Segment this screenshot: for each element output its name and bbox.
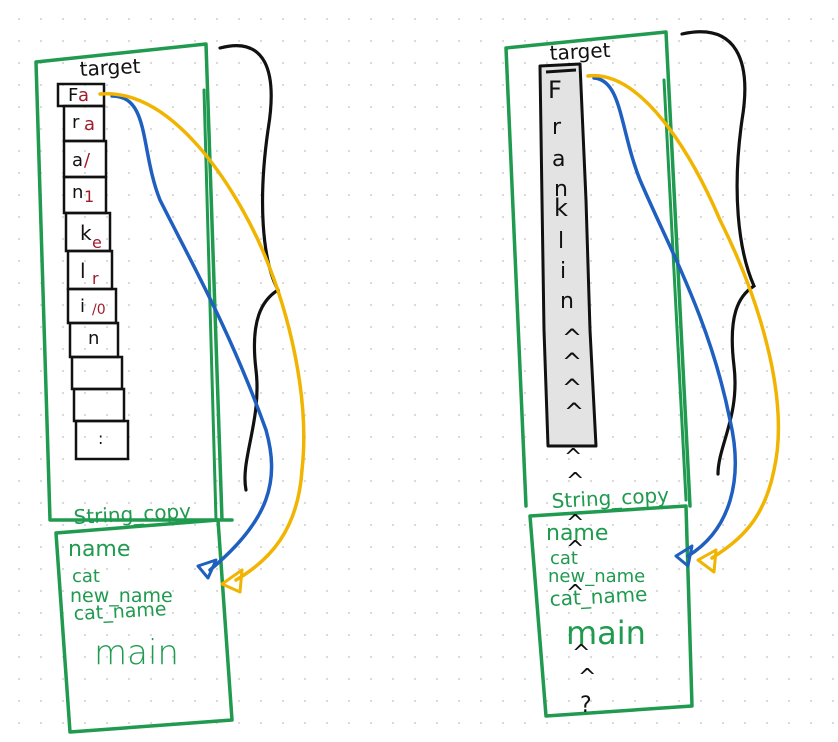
cell-letter: a	[72, 150, 83, 171]
left-var-name: name	[68, 537, 130, 562]
right-yellow-arrowhead	[696, 548, 718, 574]
column-overflow: ^	[562, 374, 582, 402]
column-overflow: ^	[562, 348, 582, 376]
right-blue-arrow	[592, 76, 737, 558]
cell-red-letter: 1	[84, 187, 94, 206]
right-outer-frame	[504, 30, 692, 508]
column-letter: n	[554, 177, 568, 202]
column-overflow: ^	[562, 324, 582, 352]
cell-letter: :	[98, 429, 103, 448]
right-blue-arrowhead	[674, 544, 694, 568]
right-target-label: target	[549, 38, 611, 65]
cell-letter: n	[72, 182, 83, 203]
cell-letter: F	[68, 85, 78, 106]
left-yellow-arrow	[98, 92, 306, 582]
below-caret: ^	[578, 665, 596, 690]
cell-letter: n	[88, 328, 99, 349]
below-caret: ^	[566, 581, 584, 606]
column-letter: i	[560, 259, 566, 284]
left-yellow-arrowhead	[220, 568, 244, 594]
left-var-cat-name: cat_name	[73, 598, 167, 625]
left-var-new-name: new_name	[70, 585, 173, 607]
right-stack-frame	[528, 504, 694, 718]
left-target-label: target	[79, 54, 141, 81]
column-letter: l	[558, 229, 564, 254]
cell-red-letter: r	[92, 269, 99, 288]
right-bracket	[680, 30, 757, 476]
left-var-cat: cat	[72, 566, 100, 587]
right-var-name: name	[546, 521, 608, 546]
below-caret: ^	[566, 511, 584, 536]
column-letter: k	[554, 194, 568, 222]
array-cell	[70, 355, 124, 391]
right-figure: target F r a n k l i n ^ ^ ^ ^ ^ ^ Strin…	[504, 30, 781, 718]
array-cell	[66, 249, 114, 291]
column-letter: r	[552, 115, 562, 140]
array-cell	[74, 419, 130, 461]
column-letter: n	[560, 289, 574, 314]
cell-red-letter: /0	[92, 302, 106, 318]
right-column-top	[545, 68, 577, 74]
left-main-label: main	[94, 633, 179, 673]
right-var-new-name: new_name	[548, 566, 645, 587]
right-main-label: main	[566, 614, 646, 652]
cell-red-letter: /	[84, 150, 91, 171]
column-overflow: ^	[566, 469, 584, 494]
right-var-cat: cat	[550, 548, 578, 569]
right-yellow-arrow	[586, 74, 781, 560]
cell-red-letter: a	[84, 114, 95, 135]
right-string-column	[538, 62, 598, 448]
left-stack-frame	[54, 518, 234, 734]
cell-letter: k	[80, 221, 92, 245]
below-question: ?	[580, 693, 592, 718]
cell-letter: l	[80, 259, 86, 283]
right-var-cat-name: cat_name	[549, 582, 648, 611]
left-figure: target F r a n k l i n : a a	[34, 42, 306, 734]
column-overflow: ^	[564, 398, 584, 426]
cell-letter: r	[72, 112, 80, 133]
cell-letter: i	[80, 296, 85, 317]
cell-red-letter: e	[92, 233, 102, 252]
right-inner-divider	[662, 78, 688, 502]
cell-red-letter: a	[78, 85, 89, 106]
left-inner-divider	[202, 88, 218, 522]
left-blue-arrowhead	[196, 558, 218, 580]
array-cell	[72, 387, 126, 423]
below-caret: ^	[566, 537, 584, 562]
column-letter: a	[552, 147, 565, 172]
left-blue-arrow	[110, 94, 274, 572]
below-caret: ^	[572, 641, 590, 666]
column-overflow: ^	[564, 445, 582, 470]
left-array: F r a n k l i n : a a / 1 e r /0	[56, 82, 130, 461]
column-letter: F	[548, 76, 562, 104]
